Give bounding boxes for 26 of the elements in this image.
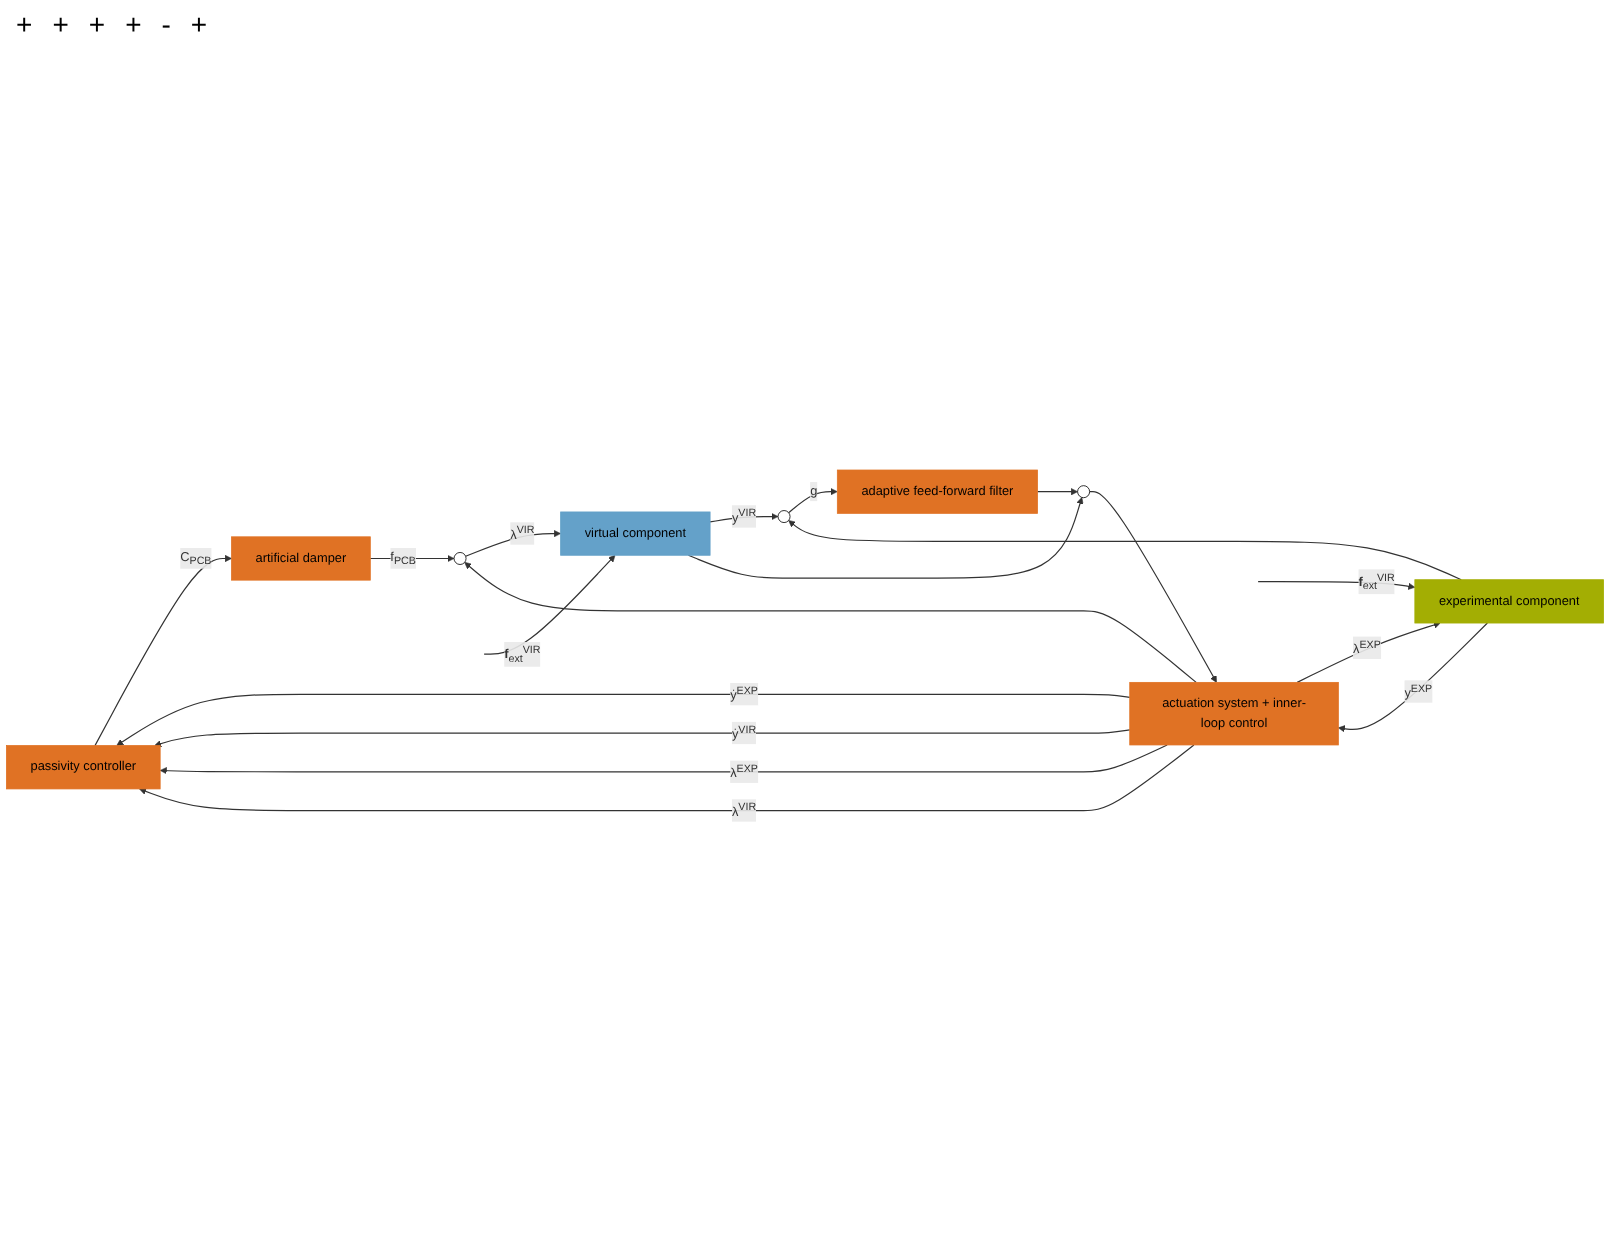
arrow xyxy=(94,554,232,747)
sign-label: + xyxy=(190,8,208,40)
arrow xyxy=(788,488,838,514)
arrow xyxy=(1296,621,1441,683)
arrow xyxy=(1257,580,1416,590)
arrow xyxy=(788,520,1462,581)
sign-label: + xyxy=(16,8,33,40)
node-circle xyxy=(1077,485,1091,499)
arrow xyxy=(1338,622,1488,733)
arrow xyxy=(464,562,1197,683)
arrow xyxy=(709,513,779,523)
arrow xyxy=(483,554,616,655)
arrow xyxy=(159,744,1168,775)
sign-label: + xyxy=(88,8,106,40)
arrow xyxy=(465,530,561,557)
sign-label: - xyxy=(161,8,171,40)
node-circle xyxy=(777,510,791,523)
arrow xyxy=(1036,488,1078,496)
node-circle xyxy=(453,552,467,565)
sign-label: + xyxy=(125,8,142,40)
arrow xyxy=(116,693,1131,746)
arrow xyxy=(1089,491,1217,683)
arrow xyxy=(139,744,1195,812)
arrow xyxy=(687,497,1084,579)
arrow xyxy=(154,729,1131,748)
sign-label: + xyxy=(52,8,69,40)
